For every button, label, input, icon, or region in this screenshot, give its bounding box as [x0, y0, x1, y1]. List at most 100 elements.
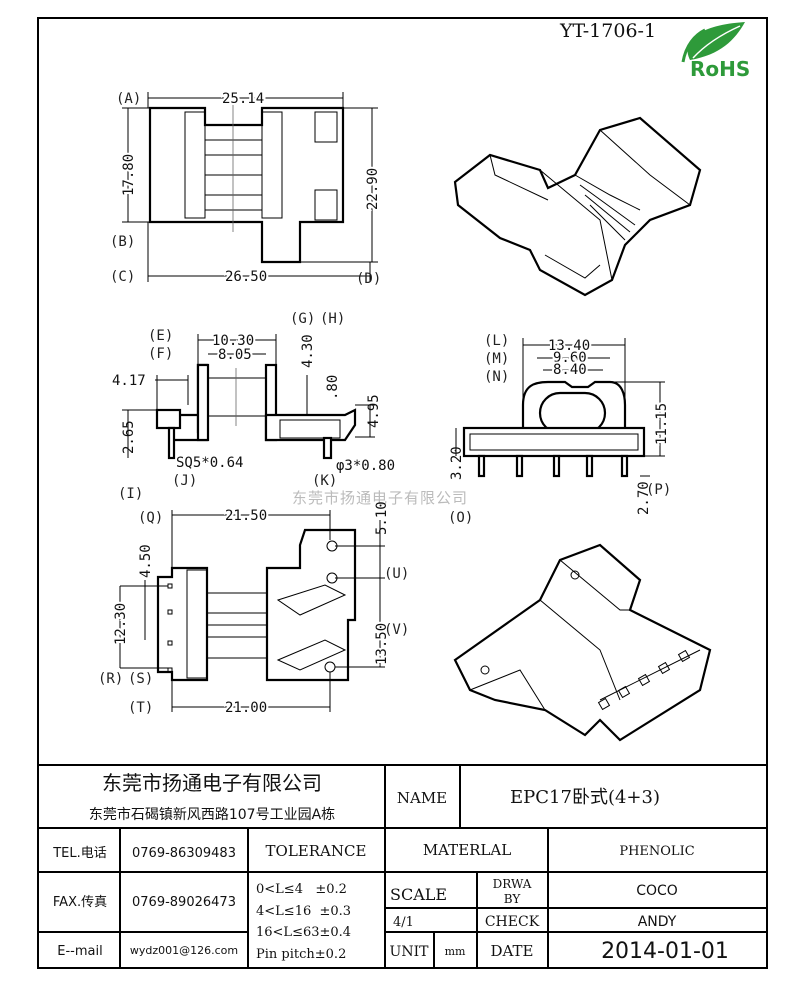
- check-value: ANDY: [638, 914, 677, 930]
- dimension-label: (A): [116, 91, 141, 107]
- drawing-line: [515, 454, 524, 478]
- dimension-label: 9.60: [553, 350, 587, 366]
- drawing-line: [677, 649, 691, 663]
- drawing-line: [657, 661, 671, 675]
- dimension-label: Pin pitch±0.2: [256, 947, 346, 962]
- check-label: CHECK: [485, 914, 540, 930]
- dimension-label: 4.30: [300, 334, 316, 368]
- email-value: wydz001@126.com: [130, 944, 238, 957]
- dimension-label: 26.50: [225, 269, 267, 285]
- dimension-label: 12.30: [113, 603, 129, 645]
- dimension-label: (J): [172, 473, 197, 489]
- drawing-line: [489, 154, 549, 201]
- dimension-label: (P): [646, 482, 671, 498]
- part-number: YT-1706-1: [559, 20, 656, 42]
- drawing-line: [599, 129, 691, 206]
- dimension-label: (V): [384, 622, 409, 638]
- drawing-line: [167, 640, 173, 646]
- dimension-label: (O): [448, 510, 473, 526]
- drawing-line: [167, 667, 173, 673]
- fax-value: 0769-89026473: [132, 895, 236, 910]
- drawn-by-value: COCO: [636, 883, 678, 899]
- dimension-label: (L): [484, 333, 509, 349]
- drawing-line: [264, 408, 357, 442]
- tel-value: 0769-86309483: [132, 846, 236, 861]
- drawing-line: [692, 25, 741, 59]
- company-address: 东莞市石碣镇新风西路107号工业园A栋: [89, 806, 335, 823]
- dimension-label: (H): [320, 311, 345, 327]
- dimension-label: 13.40: [548, 338, 590, 354]
- drawing-line: [544, 254, 601, 279]
- dimension-label: RoHS: [690, 57, 750, 81]
- iso-pins: [597, 649, 691, 711]
- dimension-label: (I): [118, 486, 143, 502]
- drawing-line: [579, 184, 636, 241]
- dimension-label: (C): [110, 269, 135, 285]
- bottom-view: 21.50 21.00 12.30 4.50 5.10 13.50 (I) (Q…: [98, 486, 409, 718]
- drawing-line: [681, 28, 706, 63]
- drawing-line: [167, 609, 173, 615]
- scale-value: 4/1: [393, 915, 414, 930]
- material-value: PHENOLIC: [619, 844, 694, 859]
- tel-label: TEL.电话: [52, 846, 107, 861]
- dimension-label: 22.90: [365, 168, 381, 210]
- dimension-label: φ3*0.80: [336, 458, 395, 474]
- drawing-line: [539, 599, 621, 701]
- dimension-label: 4.95: [366, 394, 382, 428]
- dimension-label: (M): [484, 351, 509, 367]
- dimension-label: (U): [384, 566, 409, 582]
- dimension-label: (B): [110, 234, 135, 250]
- top-view: 25.14 26.50 17.80 22.90 (A) (B) (C) (D): [110, 89, 383, 287]
- drawing-line: [276, 584, 347, 616]
- drawing-line: [148, 106, 345, 264]
- dimension-label: (D): [356, 271, 381, 287]
- drawing-line: [156, 566, 209, 682]
- dimension-label: (T): [128, 700, 153, 716]
- tolerance-label: TOLERANCE: [266, 842, 367, 860]
- material-label: MATERLAL: [423, 841, 511, 859]
- company-name: 东莞市扬通电子有限公司: [102, 771, 322, 795]
- drawing-line: [314, 189, 338, 221]
- drawing-line: [167, 426, 176, 460]
- dimension-label: 21.00: [225, 700, 267, 716]
- dimension-label: 4.50: [138, 544, 154, 578]
- drawing-line: [155, 408, 182, 430]
- end-view-pins: [477, 454, 629, 478]
- dimension-label: (S): [128, 671, 153, 687]
- drawing-line: [453, 543, 712, 742]
- drawing-line: [477, 454, 486, 478]
- tolerance-list: 0<L≤4 ±0.2 4<L≤16 ±0.3 16<L≤63±0.4 Pin p…: [256, 882, 351, 962]
- dimension-label: (G): [290, 311, 315, 327]
- dimension-label: (F): [148, 346, 173, 362]
- scale-label: SCALE: [390, 885, 447, 904]
- drawing-line: [637, 673, 651, 687]
- sheet-border: [37, 17, 768, 969]
- dimension-label: 5.10: [374, 501, 390, 535]
- dimension-label: 16<L≤63±0.4: [256, 925, 351, 940]
- dimension-label: SQ5*0.64: [176, 455, 243, 471]
- bottom-view-pin-squares: [167, 583, 173, 673]
- date-value: 2014-01-01: [601, 939, 729, 964]
- end-view: 13.40 9.60 8.40 11.15 3.20 2.70 (L) (M) …: [448, 333, 672, 526]
- dimension-label: 10.30: [212, 333, 254, 349]
- drawing-line: [480, 665, 490, 675]
- date-label: DATE: [491, 942, 534, 960]
- dimension-label: 4.17: [112, 373, 146, 389]
- drawing-line: [617, 685, 631, 699]
- dimension-label: 0<L≤4 ±0.2: [256, 882, 347, 897]
- drawing-line: [599, 649, 701, 701]
- drawing-line: [279, 419, 341, 439]
- dimension-label: 3.20: [449, 446, 465, 480]
- drawing-line: [570, 570, 580, 580]
- drawing-line: [585, 454, 594, 478]
- isometric-view-top: [453, 116, 702, 297]
- title-block: [38, 764, 767, 968]
- drawing-line: [265, 528, 357, 682]
- dimension-label: 21.50: [225, 508, 267, 524]
- rohs-logo: RoHS: [681, 22, 750, 81]
- unit-label: UNIT: [390, 944, 430, 960]
- watermark: 东莞市扬通电子有限公司: [292, 489, 468, 507]
- name-value: EPC17卧式(4+3): [510, 787, 660, 808]
- drawing-line: [687, 22, 745, 60]
